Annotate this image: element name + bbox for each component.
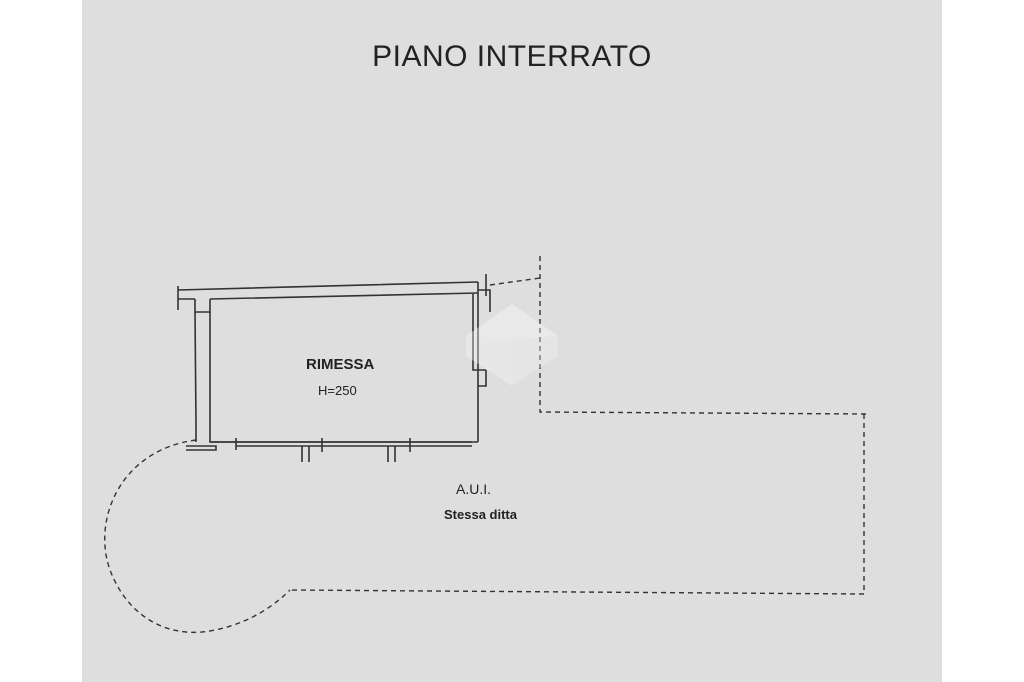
aui-right-upper xyxy=(539,256,869,415)
aui-bottom-edge xyxy=(289,589,865,595)
page-title: PIANO INTERRATO xyxy=(372,40,652,73)
room-height-label: H=250 xyxy=(318,383,357,398)
aui-arc xyxy=(104,439,291,634)
top-wall xyxy=(177,281,479,300)
bottom-wall-notch-2 xyxy=(387,446,396,462)
paper-sheet xyxy=(82,0,942,682)
room-label: RIMESSA xyxy=(306,356,375,373)
adjacent-unit-label: A.U.I. xyxy=(456,481,492,497)
right-wall xyxy=(472,282,486,442)
right-wall-inner xyxy=(478,289,491,387)
adjacent-owner-label: Stessa ditta xyxy=(444,507,517,522)
left-pier xyxy=(194,299,211,313)
aui-top-edge xyxy=(489,277,541,286)
bottom-wall-notch-1 xyxy=(301,446,310,462)
house-logo-icon xyxy=(466,304,558,386)
bottom-wall xyxy=(210,438,478,450)
left-wall xyxy=(194,311,211,425)
